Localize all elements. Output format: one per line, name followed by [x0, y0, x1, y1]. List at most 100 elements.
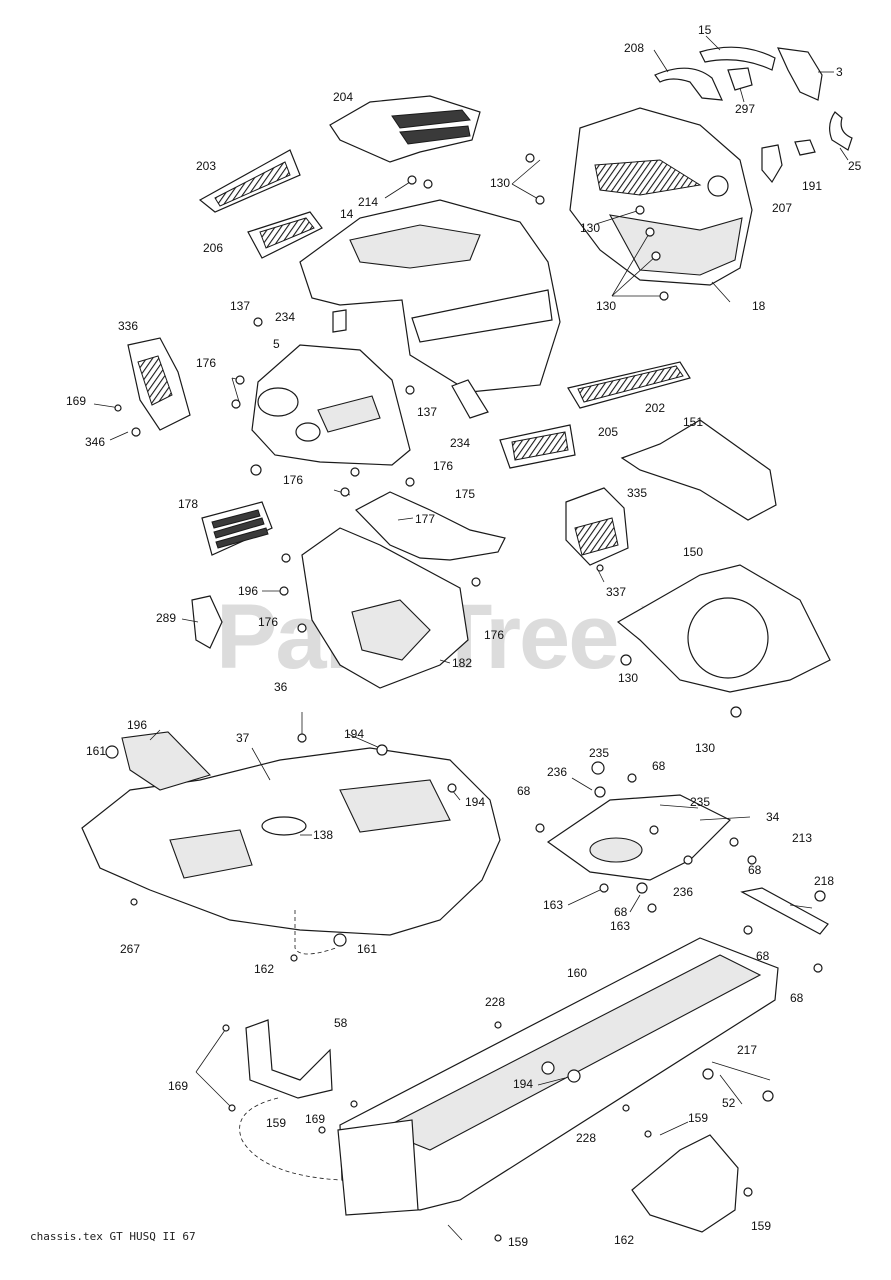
part-297	[727, 67, 753, 91]
part-151	[620, 419, 777, 521]
callout-204: 204	[333, 90, 354, 104]
part-178-slots	[211, 509, 269, 549]
part-138	[261, 816, 307, 836]
callout-176c: 176	[283, 473, 304, 487]
callout-214: 214	[358, 195, 379, 209]
part-5	[251, 344, 411, 466]
callout-194c: 194	[513, 1077, 534, 1091]
callout-14: 14	[340, 207, 354, 221]
part-234-lower	[451, 379, 489, 419]
callout-267: 267	[120, 942, 141, 956]
part-335-mesh	[574, 517, 619, 556]
callout-58: 58	[334, 1016, 348, 1030]
callout-5: 5	[273, 337, 280, 351]
callout-235a: 235	[589, 746, 610, 760]
callout-37: 37	[236, 731, 250, 745]
part-182-recess	[351, 599, 431, 661]
callout-205: 205	[598, 425, 619, 439]
callout-235b: 235	[690, 795, 711, 809]
part-5-gauge	[257, 387, 299, 417]
callout-336: 336	[118, 319, 139, 333]
callout-161b: 161	[357, 942, 378, 956]
callout-228b: 228	[576, 1131, 597, 1145]
callout-68c: 68	[748, 863, 762, 877]
callout-228a: 228	[485, 995, 506, 1009]
callout-178: 178	[178, 497, 199, 511]
callout-159b: 159	[688, 1111, 709, 1125]
callout-162b: 162	[614, 1233, 635, 1247]
callout-208: 208	[624, 41, 645, 55]
part-208	[654, 67, 723, 101]
callout-182: 182	[452, 656, 473, 670]
callout-137a: 137	[230, 299, 251, 313]
part-14-grill	[411, 289, 553, 343]
callout-169a: 169	[66, 394, 87, 408]
part-34-cutout	[589, 837, 643, 863]
part-191	[794, 139, 816, 156]
callout-130a: 130	[490, 176, 511, 190]
callout-196a: 196	[238, 584, 259, 598]
part-18-grill	[594, 159, 702, 196]
callout-130c: 130	[596, 299, 617, 313]
callout-138: 138	[313, 828, 334, 842]
callout-151: 151	[683, 415, 704, 429]
callout-163a: 163	[543, 898, 564, 912]
part-5-ignition	[295, 422, 321, 442]
part-160-end	[337, 1119, 419, 1216]
part-162	[631, 1134, 739, 1233]
part-18-lower	[608, 214, 743, 276]
callout-159d: 159	[508, 1235, 529, 1249]
callout-289: 289	[156, 611, 177, 625]
part-150-hole	[687, 597, 769, 679]
part-206-grill	[259, 217, 315, 249]
callout-150: 150	[683, 545, 704, 559]
callout-234a: 234	[275, 310, 296, 324]
callout-218: 218	[814, 874, 835, 888]
part-336-mesh	[137, 355, 173, 406]
callout-137b: 137	[417, 405, 438, 419]
callout-169b: 169	[168, 1079, 189, 1093]
callout-68b: 68	[517, 784, 531, 798]
part-58	[245, 1019, 333, 1099]
callout-36: 36	[274, 680, 288, 694]
dash-loop	[239, 1097, 341, 1181]
part-204-vents	[391, 109, 471, 145]
leader-lines	[93, 35, 849, 1241]
callout-236a: 236	[547, 765, 568, 779]
part-18-light	[707, 175, 729, 197]
part-15	[699, 46, 776, 71]
callout-160: 160	[567, 966, 588, 980]
callout-203: 203	[196, 159, 217, 173]
callout-194a: 194	[344, 727, 365, 741]
part-205-grill	[511, 431, 569, 461]
callout-191: 191	[802, 179, 823, 193]
callout-3: 3	[836, 65, 843, 79]
callout-176e: 176	[484, 628, 505, 642]
callout-18: 18	[752, 299, 766, 313]
callout-52: 52	[722, 1096, 736, 1110]
callout-25: 25	[848, 159, 862, 173]
callout-162a: 162	[254, 962, 275, 976]
part-175	[355, 491, 506, 561]
callout-194b: 194	[465, 795, 486, 809]
part-234-upper	[332, 309, 347, 333]
callout-206: 206	[203, 241, 224, 255]
callout-161a: 161	[86, 744, 107, 758]
callout-34: 34	[766, 810, 780, 824]
part-217	[711, 1061, 771, 1081]
callout-176d: 176	[258, 615, 279, 629]
part-289	[191, 595, 223, 649]
callout-196b: 196	[127, 718, 148, 732]
part-37-panel-left	[169, 829, 253, 879]
part-202-mesh	[577, 365, 684, 403]
callout-68f: 68	[790, 991, 804, 1005]
callout-175: 175	[455, 487, 476, 501]
part-25	[829, 111, 853, 151]
callout-337: 337	[606, 585, 627, 599]
callout-130d: 130	[618, 671, 639, 685]
callout-68a: 68	[652, 759, 666, 773]
callout-130e: 130	[695, 741, 716, 755]
diagram-footer-code: chassis.tex GT HUSQ II 67	[30, 1230, 196, 1243]
